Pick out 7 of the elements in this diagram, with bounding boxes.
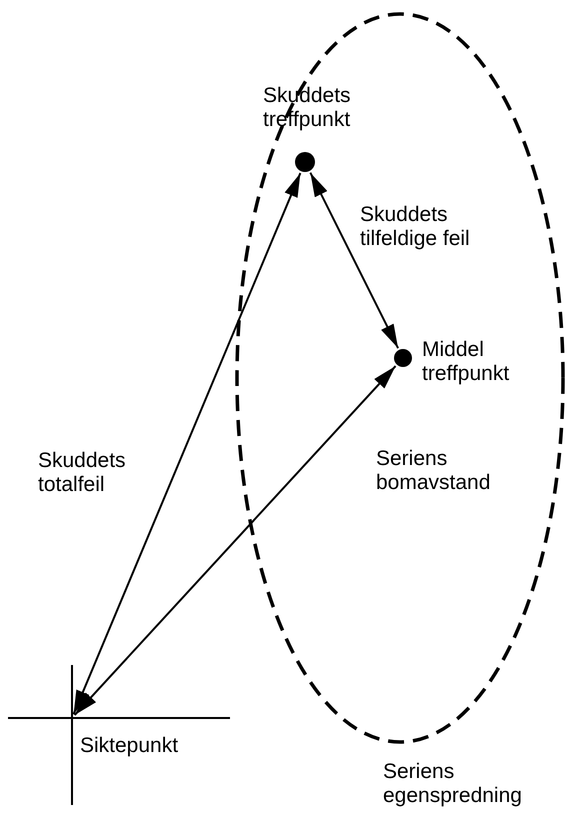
point-label: Skuddets treffpunkt xyxy=(263,84,352,132)
point-label: Seriens egenspredning xyxy=(383,760,523,808)
point-label: Siktepunkt xyxy=(80,734,180,758)
edge-label: Seriens bomavstand xyxy=(376,447,492,495)
point-label: Middel treffpunkt xyxy=(422,338,510,386)
edge-label: Skuddets totalfeil xyxy=(38,449,127,497)
edge-label: Skuddets tilfeldige feil xyxy=(360,203,471,251)
